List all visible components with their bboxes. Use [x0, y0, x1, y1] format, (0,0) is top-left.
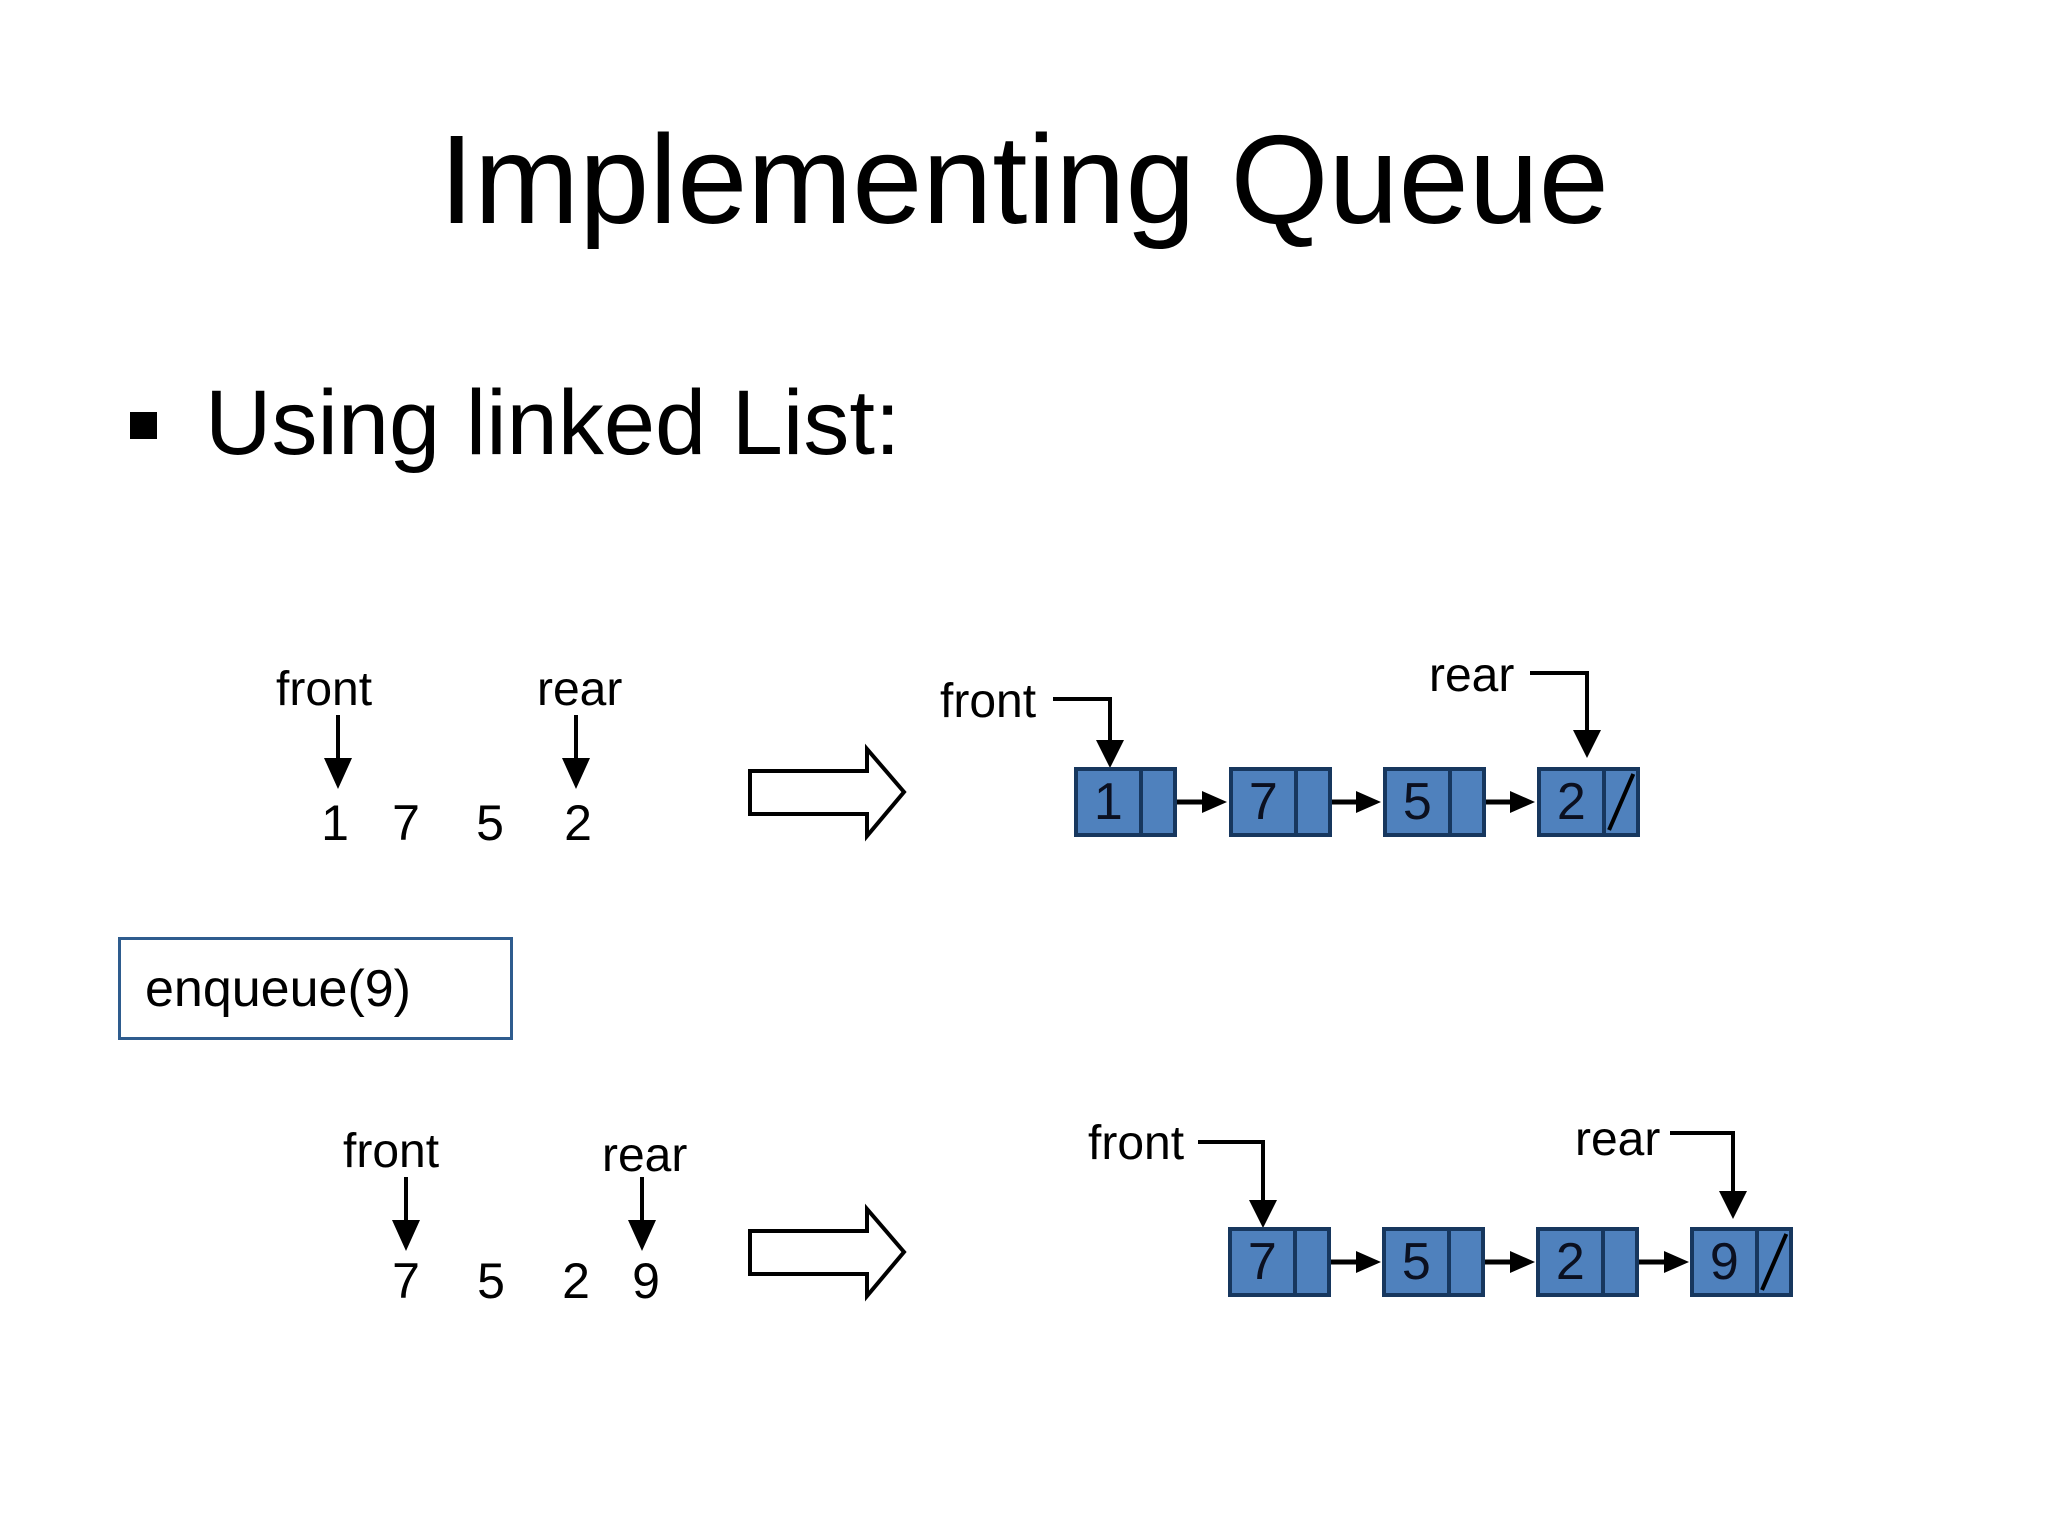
list-node: 5: [1383, 767, 1486, 837]
after-array-value: 5: [477, 1253, 505, 1309]
after-list-front-pointer-icon: [1198, 1140, 1277, 1228]
enqueue-operation-box: enqueue(9): [118, 937, 513, 1040]
before-list-rear-pointer-icon: [1530, 671, 1601, 758]
bullet-text: Using linked List:: [205, 372, 901, 474]
after-block-arrow-icon: [748, 1203, 907, 1302]
node-value: 5: [1401, 1233, 1431, 1291]
after-list-front-label: front: [1088, 1117, 1185, 1170]
node-value: 1: [1093, 773, 1123, 831]
list-node: 9: [1690, 1227, 1793, 1297]
before-list-front-pointer-icon: [1053, 697, 1124, 768]
before-list-rear-label: rear: [1429, 649, 1515, 702]
node-pointer-cell: [1446, 1231, 1481, 1293]
list-node: 2: [1536, 1227, 1639, 1297]
node-pointer-cell: [1754, 1231, 1789, 1293]
list-node: 2: [1537, 767, 1640, 837]
node-value: 7: [1248, 773, 1278, 831]
list-node: 1: [1074, 767, 1177, 837]
after-array-value: 2: [562, 1253, 590, 1309]
bullet-square-icon: [130, 412, 157, 439]
before-array-rear-arrow-icon: [562, 715, 590, 789]
before-block-arrow-icon: [748, 743, 907, 842]
list-node: 7: [1229, 767, 1332, 837]
list-node: 7: [1228, 1227, 1331, 1297]
before-array-front-arrow-icon: [324, 715, 352, 789]
before-array-value: 2: [564, 795, 592, 851]
after-list-rear-pointer-icon: [1670, 1131, 1747, 1219]
node-pointer-cell: [1447, 771, 1482, 833]
before-array-rear-label: rear: [537, 663, 623, 716]
node-value: 2: [1556, 773, 1586, 831]
after-array-value: 7: [392, 1253, 420, 1309]
list-node: 5: [1382, 1227, 1485, 1297]
node-pointer-cell: [1293, 771, 1328, 833]
before-array-value: 7: [392, 795, 420, 851]
before-array-front-label: front: [276, 663, 373, 716]
node-pointer-cell: [1138, 771, 1173, 833]
null-slash-icon: [1606, 773, 1635, 831]
node-pointer-cell: [1601, 771, 1636, 833]
after-array-front-arrow-icon: [392, 1177, 420, 1251]
node-value: 5: [1402, 773, 1432, 831]
node-pointer-cell: [1292, 1231, 1327, 1293]
after-array-front-label: front: [343, 1125, 440, 1178]
null-slash-icon: [1759, 1233, 1788, 1291]
enqueue-operation-label: enqueue(9): [145, 959, 411, 1018]
after-array-value: 9: [632, 1253, 660, 1309]
before-list-front-label: front: [940, 675, 1037, 728]
after-array-rear-label: rear: [602, 1129, 688, 1182]
before-array-value: 5: [476, 795, 504, 851]
node-value: 9: [1709, 1233, 1739, 1291]
page-title: Implementing Queue: [439, 109, 1609, 250]
after-array-rear-arrow-icon: [628, 1177, 656, 1251]
node-value: 7: [1247, 1233, 1277, 1291]
after-list-rear-label: rear: [1575, 1113, 1661, 1166]
before-array-value: 1: [321, 795, 349, 851]
node-pointer-cell: [1600, 1231, 1635, 1293]
node-value: 2: [1555, 1233, 1585, 1291]
